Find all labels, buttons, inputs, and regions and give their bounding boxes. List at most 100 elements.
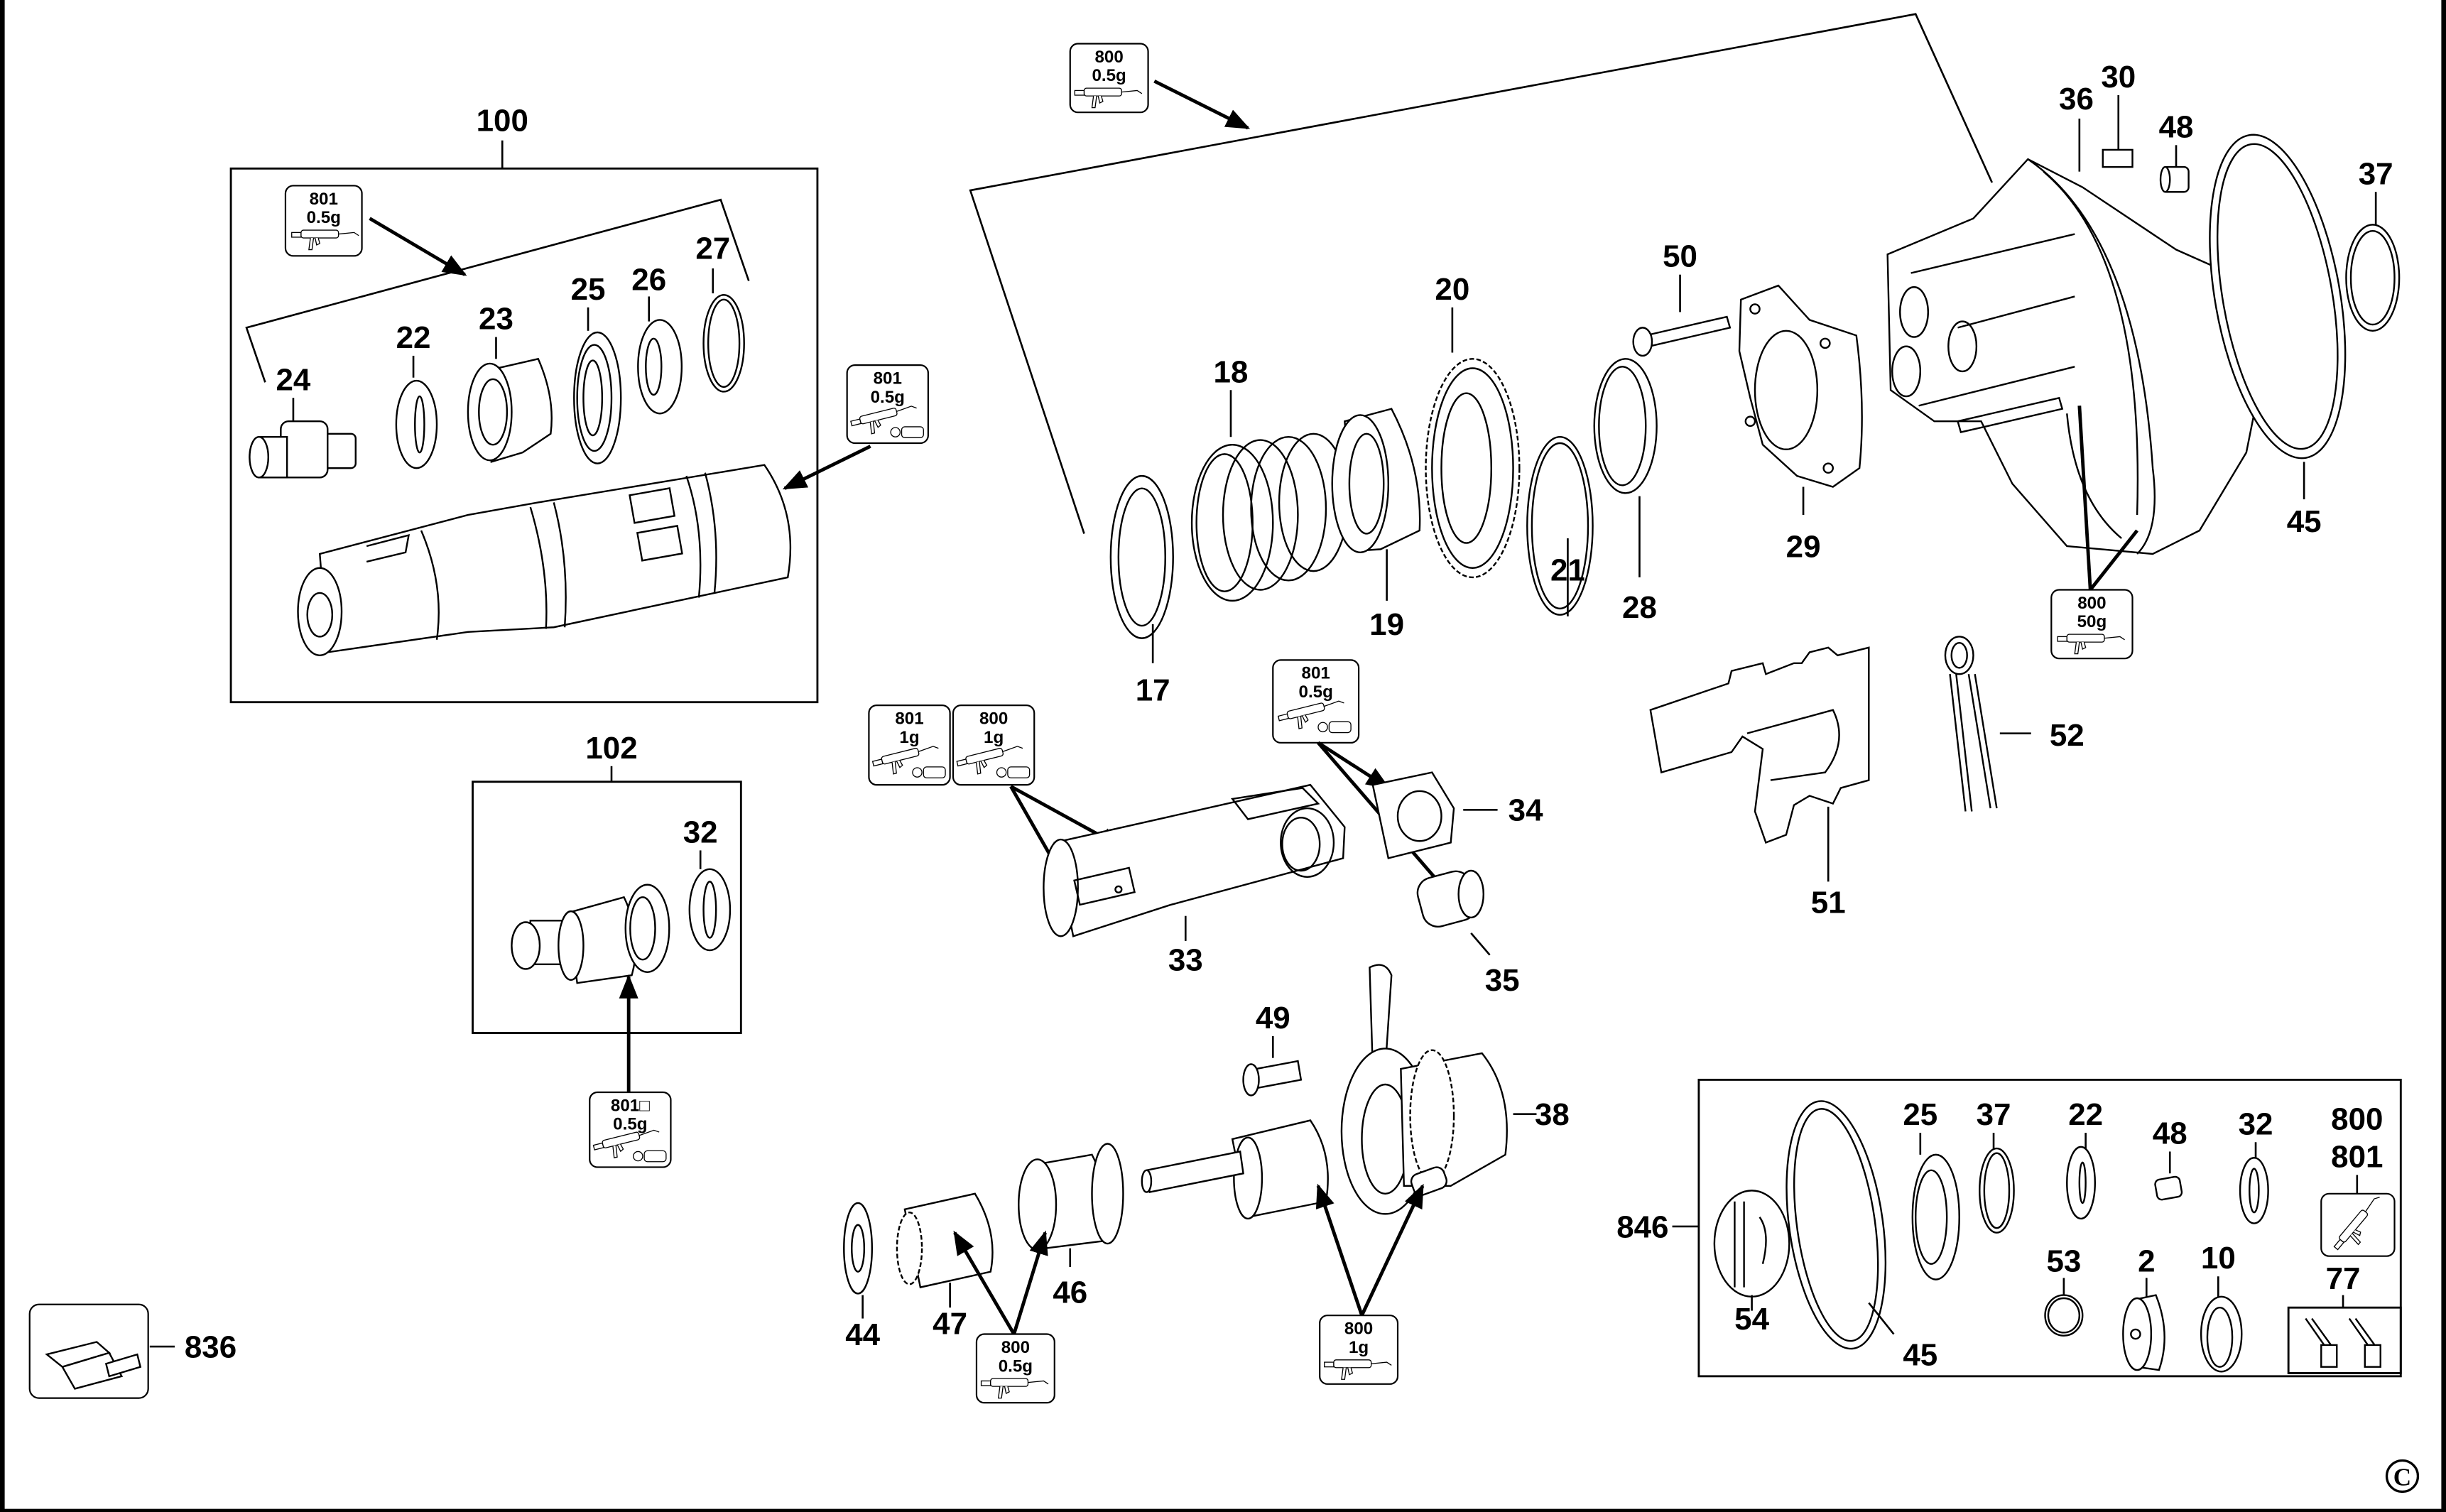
callout-44[interactable]: 44 <box>845 1317 880 1352</box>
svg-text:1g: 1g <box>984 728 1004 747</box>
part-19-clutch-ring <box>1331 408 1421 553</box>
callout-19[interactable]: 19 <box>1369 607 1404 642</box>
callout-52[interactable]: 52 <box>2050 718 2084 753</box>
copyright-symbol: C <box>2393 1464 2411 1491</box>
callout-45[interactable]: 45 <box>2287 504 2322 539</box>
callout-kit-25[interactable]: 25 <box>1903 1097 1937 1132</box>
grease-badge-spindle: 801 0.5g <box>846 364 929 445</box>
part-836-carry-case: 836 <box>28 1303 237 1399</box>
part-kit-37-oring <box>1979 1147 2015 1234</box>
callout-37[interactable]: 37 <box>2359 156 2393 191</box>
callout-49[interactable]: 49 <box>1256 1001 1290 1035</box>
callout-22[interactable]: 22 <box>396 320 431 355</box>
callout-102[interactable]: 102 <box>585 731 637 766</box>
callout-18[interactable]: 18 <box>1214 354 1249 389</box>
callout-kit-2[interactable]: 2 <box>2138 1244 2155 1279</box>
grease-badge-piston801: 801 1g <box>868 704 951 786</box>
callout-47[interactable]: 47 <box>933 1307 967 1342</box>
callout-26[interactable]: 26 <box>631 263 666 298</box>
part-20-gear <box>1425 358 1521 579</box>
callout-17[interactable]: 17 <box>1136 673 1170 707</box>
callout-21[interactable]: 21 <box>1550 553 1585 587</box>
callout-23[interactable]: 23 <box>479 302 513 337</box>
part-33-piston <box>1043 783 1346 937</box>
callout-27[interactable]: 27 <box>695 232 730 266</box>
callout-51[interactable]: 51 <box>1811 885 1846 920</box>
part-17-washer <box>1109 474 1174 639</box>
part-28-ring <box>1593 358 1658 494</box>
assembly-100: 100 801 0.5g 24 22 23 <box>229 104 929 704</box>
svg-text:0.5g: 0.5g <box>1092 66 1126 85</box>
callout-kit-48[interactable]: 48 <box>2153 1116 2187 1151</box>
svg-text:801□: 801□ <box>611 1096 650 1115</box>
assembly-102-frame <box>472 781 742 1034</box>
callout-kit-77[interactable]: 77 <box>2326 1261 2361 1296</box>
svg-text:1g: 1g <box>899 728 919 747</box>
assembly-102: 102 32 801□ 0.5g <box>472 731 742 1168</box>
part-45-kit-gasket <box>1785 1100 1887 1350</box>
grease-badge-housing: 800 50g <box>2050 589 2134 660</box>
assembly-100-frame <box>229 167 819 704</box>
gear-train-group: 800 0.5g 17 18 19 20 <box>969 13 1994 708</box>
callout-kit-801[interactable]: 801 <box>2331 1139 2383 1174</box>
callout-30[interactable]: 30 <box>2101 60 2136 94</box>
part-52-spring-clip <box>1944 636 1998 812</box>
svg-text:0.5g: 0.5g <box>871 388 905 407</box>
callout-846[interactable]: 846 <box>1616 1209 1668 1244</box>
part-48-pin <box>2159 165 2190 193</box>
callout-kit-22[interactable]: 22 <box>2068 1097 2103 1132</box>
grease-badge-crank: 800 1g <box>1319 1315 1399 1385</box>
callout-50[interactable]: 50 <box>1663 239 1697 274</box>
callout-34[interactable]: 34 <box>1509 793 1543 828</box>
callout-100[interactable]: 100 <box>477 104 528 138</box>
copyright-mark: C <box>2385 1459 2420 1494</box>
svg-text:801: 801 <box>874 369 902 388</box>
part-36-gear-housing <box>1886 158 2263 555</box>
callout-54[interactable]: 54 <box>1734 1302 1769 1337</box>
callout-24[interactable]: 24 <box>276 362 311 397</box>
callout-32[interactable]: 32 <box>683 815 718 849</box>
callout-46[interactable]: 46 <box>1053 1276 1087 1310</box>
part-25-bearing <box>573 331 622 464</box>
callout-36[interactable]: 36 <box>2059 82 2094 116</box>
part-34-ram-block <box>1371 771 1455 859</box>
callout-kit-53[interactable]: 53 <box>2046 1244 2081 1279</box>
part-29-bearing-plate <box>1738 284 1863 488</box>
part-kit-22-washer <box>2066 1146 2097 1220</box>
callout-38[interactable]: 38 <box>1535 1097 1570 1132</box>
svg-text:800: 800 <box>1095 48 1124 67</box>
svg-text:1g: 1g <box>1349 1338 1369 1357</box>
callout-kit-10[interactable]: 10 <box>2201 1241 2236 1276</box>
callout-kit-32[interactable]: 32 <box>2239 1106 2273 1141</box>
callout-29[interactable]: 29 <box>1786 529 1821 564</box>
part-kit-2-bearing <box>2122 1294 2165 1371</box>
callout-20[interactable]: 20 <box>1435 272 1469 307</box>
part-46-bearing-sleeve <box>1018 1143 1124 1251</box>
svg-text:0.5g: 0.5g <box>307 208 341 227</box>
service-kit-frame <box>1697 1078 2402 1378</box>
callout-kit-37[interactable]: 37 <box>1977 1097 2011 1132</box>
part-54-brush-holder <box>1713 1190 1790 1298</box>
part-35-striker <box>1416 869 1485 928</box>
grease-badge-top: 800 0.5g <box>1069 43 1149 114</box>
callout-28[interactable]: 28 <box>1622 590 1657 625</box>
svg-text:801: 801 <box>895 709 923 728</box>
part-49-pin <box>1242 1060 1303 1097</box>
callout-kit-800[interactable]: 800 <box>2331 1102 2383 1137</box>
callout-48[interactable]: 48 <box>2159 109 2194 144</box>
part-21-circlip <box>1526 435 1594 616</box>
part-kit-25-bearing <box>1911 1153 1960 1280</box>
callout-836[interactable]: 836 <box>185 1329 237 1364</box>
callout-33[interactable]: 33 <box>1168 943 1203 978</box>
callout-25[interactable]: 25 <box>571 272 606 307</box>
callout-kit-45[interactable]: 45 <box>1903 1337 1937 1372</box>
part-50-screw <box>1632 315 1732 357</box>
grease-badge-piston800: 800 1g <box>952 704 1036 786</box>
left-border <box>0 0 5 1512</box>
callout-35[interactable]: 35 <box>1485 963 1520 998</box>
svg-text:0.5g: 0.5g <box>999 1356 1033 1376</box>
svg-text:0.5g: 0.5g <box>613 1115 647 1134</box>
bottom-border <box>0 1508 2446 1512</box>
part-22-washer <box>395 379 438 469</box>
